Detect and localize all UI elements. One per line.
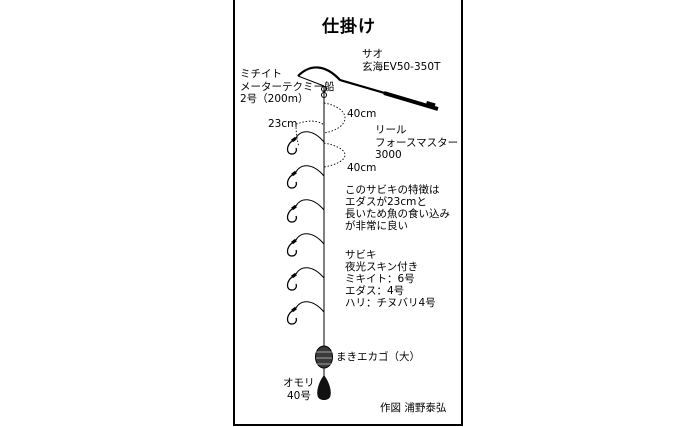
branch-hook-5 — [286, 267, 325, 291]
sabiki-branch: エダス：4号 — [345, 285, 405, 297]
rod — [297, 66, 439, 111]
mainline-size: 2号（200m） — [240, 93, 309, 105]
feature-note-line-2: エダスが23cmと — [345, 196, 427, 208]
measure-bottom: 40cm — [347, 162, 377, 174]
branch-hook-3 — [286, 199, 325, 223]
swivel-icon — [321, 86, 327, 98]
main-line — [297, 75, 325, 87]
feeder-label: まきエカゴ（大） — [336, 351, 420, 363]
sabiki-title: サビキ — [345, 249, 377, 261]
sabiki-hook: ハリ：チヌバリ4号 — [345, 297, 436, 309]
branch-hook-2 — [286, 165, 325, 189]
branch-hook-4 — [286, 233, 325, 257]
diagram-title: 仕掛け — [322, 17, 376, 37]
mainline-label: ミチイト — [240, 68, 282, 80]
sabiki-skin: 夜光スキン付き — [345, 261, 419, 273]
rod-model: 玄海EV50-350T — [362, 61, 441, 73]
reel-label: リール — [375, 124, 407, 136]
mainline-spec: メーターテクミー船 — [240, 81, 335, 93]
measure-top: 40cm — [347, 108, 377, 120]
rod-label: サオ — [362, 48, 383, 60]
reel-size: 3000 — [375, 149, 402, 161]
sabiki-branches — [286, 131, 325, 325]
branch-hook-1 — [286, 131, 325, 155]
measurement-guides — [295, 102, 346, 168]
reel-model: フォースマスター — [375, 137, 459, 149]
feature-note-line-4: が非常に良い — [345, 220, 408, 232]
sinker-icon — [317, 375, 331, 400]
feature-note-line-1: このサビキの特徴は — [345, 184, 440, 196]
sinker-size: 40号 — [287, 390, 311, 402]
diagram-frame — [233, 0, 463, 426]
measure-branch: 23cm — [268, 118, 298, 130]
feature-note-line-3: 長いため魚の食い込み — [345, 208, 450, 220]
credit: 作図 浦野泰弘 — [380, 402, 447, 414]
sabiki-mainline: ミキイト：6号 — [345, 273, 415, 285]
sinker-label: オモリ — [283, 377, 315, 389]
feeder-basket-icon — [315, 340, 333, 376]
branch-hook-6 — [286, 301, 325, 325]
